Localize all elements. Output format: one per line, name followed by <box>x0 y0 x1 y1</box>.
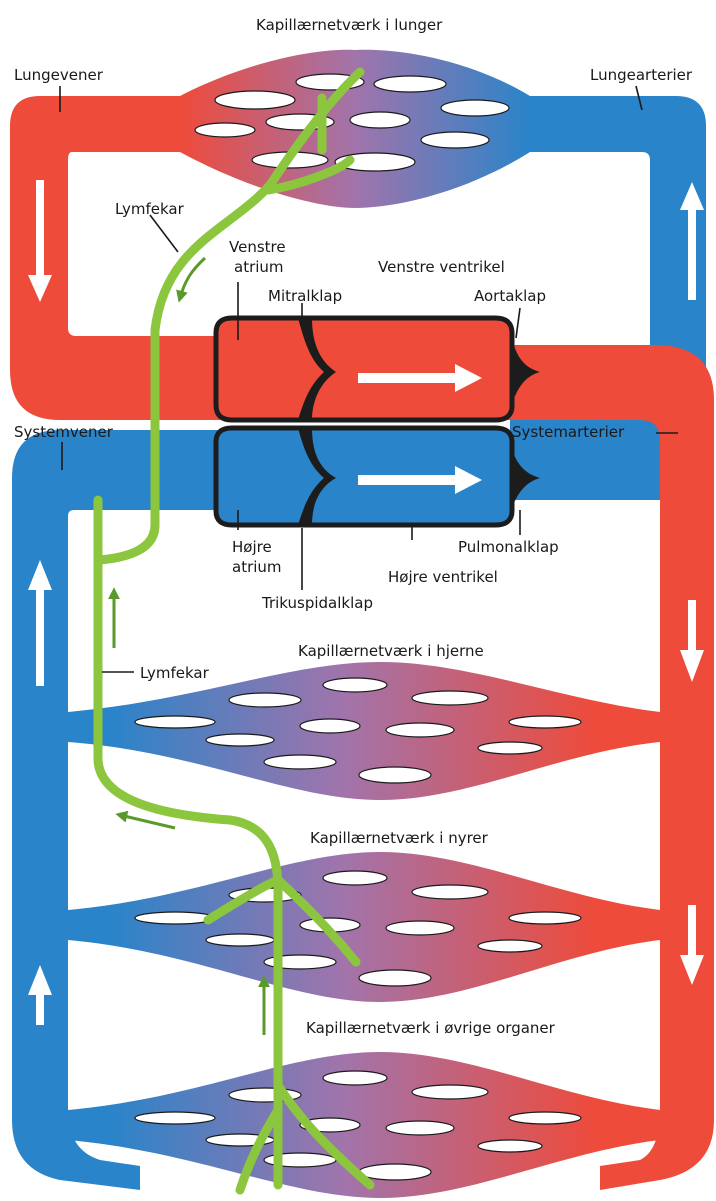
lymph-vessel-upper-branch <box>263 155 355 195</box>
lymph-vessel-lower <box>93 495 283 1190</box>
lung-capillary-network <box>180 49 530 208</box>
pulmonary-valve-icon <box>512 450 540 508</box>
white-arrow-icon <box>28 560 52 686</box>
pulmonary-veins-vessel <box>10 72 238 420</box>
white-arrow-icon <box>680 600 704 682</box>
white-arrow-icon <box>680 905 704 985</box>
pulmonary-veins-label: Lungevener <box>14 66 104 84</box>
flow-arrows <box>28 180 704 1025</box>
lymph-vessel-upper <box>95 67 365 565</box>
white-arrow-icon <box>358 466 482 494</box>
pulmonary-arteries-label: Lungearterier <box>590 66 693 84</box>
leader-lines <box>59 85 678 673</box>
white-arrow-icon <box>28 965 52 1025</box>
right-ventricle-label: Højre ventrikel <box>388 568 498 586</box>
lymph-vessel-bottom-label: Lymfekar <box>140 664 210 682</box>
pulmonary-valve-label: Pulmonalklap <box>458 538 559 556</box>
lymph-vessels <box>93 67 375 1195</box>
systemic-veins-vessel <box>12 430 220 1190</box>
left-atrium-label-line1: Venstre <box>229 238 286 256</box>
left-ventricle-label: Venstre ventrikel <box>378 258 505 276</box>
systemic-arteries-vessel <box>505 345 714 1190</box>
green-arrow-icon <box>115 810 176 830</box>
brain-capillary-network <box>68 662 660 800</box>
kidney-capillaries-label: Kapillærnetværk i nyrer <box>310 829 489 847</box>
white-arrow-icon <box>358 364 482 392</box>
aortic-valve-icon <box>512 340 540 404</box>
lymph-vessel-organ-branch <box>235 1105 283 1195</box>
white-arrow-icon <box>28 180 52 302</box>
tricuspid-valve-label: Trikuspidalklap <box>261 594 373 612</box>
right-atrium-label-line1: Højre <box>232 538 272 556</box>
kidney-capillary-network <box>68 852 660 1002</box>
brain-capillaries-label: Kapillærnetværk i hjerne <box>298 642 484 660</box>
left-atrium-label-line2: atrium <box>234 258 284 276</box>
white-arrow-icon <box>680 182 704 300</box>
aortic-valve-label: Aortaklap <box>474 287 546 305</box>
systemic-arteries-label: Systemarterier <box>512 423 625 441</box>
other-capillaries-label: Kapillærnetværk i øvrige organer <box>306 1019 556 1037</box>
lymph-vessel-top-label: Lymfekar <box>115 200 185 218</box>
mitral-valve-label: Mitralklap <box>268 287 342 305</box>
green-arrow-icon <box>176 256 207 303</box>
left-heart <box>213 315 515 423</box>
lung-capillaries-label: Kapillærnetværk i lunger <box>256 16 443 34</box>
right-atrium-label-line2: atrium <box>232 558 282 576</box>
systemic-veins-label: Systemvener <box>14 423 114 441</box>
lymph-vessel-kidney-branch <box>203 875 361 967</box>
lymph-flow-arrows <box>108 256 270 1035</box>
heart <box>213 315 540 528</box>
tricuspid-valve-icon <box>298 428 336 525</box>
mitral-valve-icon <box>298 318 336 420</box>
other-organs-capillary-network <box>68 1052 660 1198</box>
labels: Kapillærnetværk i lunger Lungevener Lung… <box>14 16 693 1037</box>
lymph-vessel-organ-branch <box>273 1080 375 1190</box>
